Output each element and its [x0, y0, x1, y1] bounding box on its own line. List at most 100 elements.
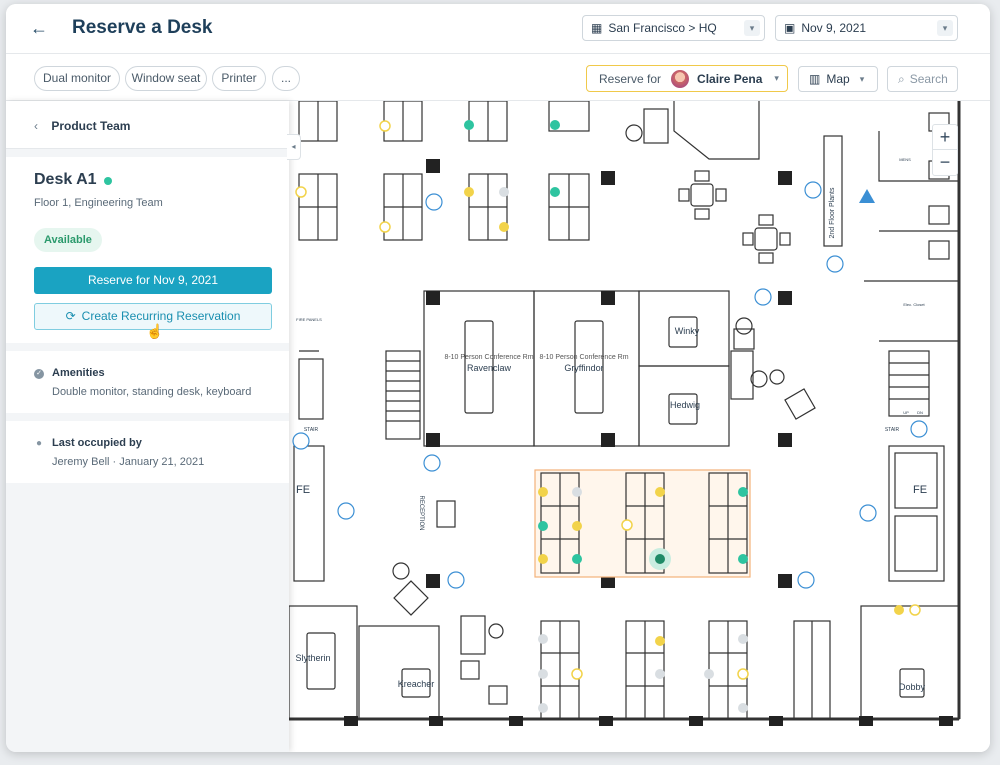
desk-marker[interactable] — [295, 186, 307, 198]
zoom-out-button[interactable]: − — [939, 152, 951, 172]
stair-label: STAIR — [885, 427, 900, 433]
desk-marker[interactable] — [538, 703, 548, 713]
desk-name: Desk A1 — [34, 171, 97, 188]
reserve-for-select[interactable]: Reserve for Claire Pena ▾ — [586, 65, 788, 92]
kitchen-icon — [423, 454, 441, 472]
location-select[interactable]: ▦ San Francisco > HQ ▾ — [582, 15, 765, 41]
filter-chip-printer[interactable]: Printer — [212, 66, 266, 91]
desk-marker[interactable] — [738, 634, 748, 644]
restroom-label: MENS — [899, 157, 911, 162]
room-label: FE — [296, 484, 310, 496]
desk-marker[interactable] — [538, 487, 548, 497]
team-breadcrumb[interactable]: ‹ Product Team — [6, 101, 289, 149]
chevron-left-icon: ‹ — [34, 119, 38, 133]
collapse-sidebar-button[interactable]: ◂ — [287, 134, 301, 160]
filter-chip-dual-monitor[interactable]: Dual monitor — [34, 66, 120, 91]
desk-marker[interactable] — [550, 187, 560, 197]
room-label: Gryffindor — [564, 363, 603, 373]
amenities-section: ✓ Amenities Double monitor, standing des… — [6, 351, 289, 413]
filter-bar: Dual monitor Window seat Printer ... Res… — [6, 55, 990, 101]
desk-marker-selected[interactable] — [655, 554, 665, 564]
desk-marker[interactable] — [379, 120, 391, 132]
desk-marker[interactable] — [499, 222, 509, 232]
desk-card: Desk A1 Floor 1, Engineering Team Availa… — [6, 157, 289, 343]
desk-marker[interactable] — [538, 521, 548, 531]
room-label: FE — [913, 484, 927, 496]
search-input[interactable]: ⌕ Search — [887, 66, 958, 92]
desk-marker[interactable] — [738, 487, 748, 497]
status-badge: Available — [34, 228, 102, 252]
stats-icon — [292, 432, 310, 450]
desk-marker[interactable] — [464, 120, 474, 130]
stats-icon — [910, 420, 928, 438]
last-occupied-title: Last occupied by — [52, 437, 142, 449]
desk-marker[interactable] — [738, 703, 748, 713]
desk-marker[interactable] — [704, 669, 714, 679]
reserve-button[interactable]: Reserve for Nov 9, 2021 — [34, 267, 272, 294]
kitchen-icon — [826, 255, 844, 273]
create-recurring-label: Create Recurring Reservation — [81, 309, 241, 323]
filter-chip-more[interactable]: ... — [272, 66, 300, 91]
plants-label: 2nd Floor Plants — [829, 187, 836, 238]
page-title: Reserve a Desk — [72, 17, 213, 38]
map-icon: ▥ — [809, 72, 821, 86]
desk-marker[interactable] — [379, 221, 391, 233]
recurring-icon: ⟳ — [65, 309, 76, 323]
restroom-icon — [447, 571, 465, 589]
desk-marker[interactable] — [499, 187, 509, 197]
hand-cursor-icon: ☝ — [146, 323, 164, 339]
room-label: Kreacher — [398, 679, 435, 689]
zoom-in-button[interactable]: + — [933, 125, 957, 150]
desk-marker[interactable] — [464, 187, 474, 197]
building-icon: ▦ — [591, 21, 603, 35]
desk-marker[interactable] — [550, 120, 560, 130]
app-window: ← Reserve a Desk ▦ San Francisco > HQ ▾ … — [6, 4, 990, 752]
top-bar: ← Reserve a Desk ▦ San Francisco > HQ ▾ … — [6, 4, 990, 54]
desk-marker[interactable] — [571, 668, 583, 680]
room-label: Hedwig — [670, 400, 700, 410]
desk-markers[interactable] — [295, 120, 921, 713]
door-icon — [337, 502, 355, 520]
reception-label: RECEPTION — [418, 495, 424, 530]
desk-detail-sidebar: ‹ Product Team Desk A1 Floor 1, Engineer… — [6, 101, 289, 752]
filter-chip-window-seat[interactable]: Window seat — [125, 66, 207, 91]
desk-marker[interactable] — [572, 487, 582, 497]
reserve-for-label: Reserve for — [599, 71, 662, 86]
desk-marker[interactable] — [572, 554, 582, 564]
floor-plan-map[interactable]: Ravenclaw Gryffindor Winky Hedwig Slythe… — [289, 101, 990, 752]
chevron-down-icon: ▾ — [744, 20, 760, 36]
desk-marker[interactable] — [621, 519, 633, 531]
desk-marker[interactable] — [655, 669, 665, 679]
location-value: San Francisco > HQ — [608, 21, 717, 35]
floor-plan: Ravenclaw Gryffindor Winky Hedwig Slythe… — [289, 101, 961, 726]
desk-marker[interactable] — [909, 604, 921, 616]
room-label: Dobby — [899, 682, 926, 692]
date-select[interactable]: ▣ Nov 9, 2021 ▾ — [775, 15, 958, 41]
view-select[interactable]: ▥ Map ▾ — [798, 66, 878, 92]
reserve-for-name: Claire Pena — [697, 71, 763, 86]
last-occupied-section: ● Last occupied by Jeremy Bell · January… — [6, 421, 289, 483]
desk-marker[interactable] — [655, 487, 665, 497]
desk-marker[interactable] — [738, 554, 748, 564]
desk-marker[interactable] — [538, 634, 548, 644]
avatar — [671, 69, 690, 88]
amenities-title: Amenities — [52, 367, 105, 379]
desk-marker[interactable] — [737, 668, 749, 680]
room-subtext: 8-10 Person Conference Rm — [539, 354, 628, 361]
chevron-down-icon: ▾ — [859, 73, 865, 84]
desk-marker[interactable] — [655, 636, 665, 646]
up-label: UP — [903, 410, 909, 415]
room-subtext: 8-10 Person Conference Rm — [444, 354, 533, 361]
desk-marker[interactable] — [538, 669, 548, 679]
back-arrow-icon[interactable]: ← — [30, 18, 48, 38]
view-value: Map — [826, 72, 850, 86]
status-indicator — [104, 177, 112, 185]
selected-zone[interactable] — [534, 469, 751, 578]
desk-marker[interactable] — [572, 521, 582, 531]
create-recurring-button[interactable]: ⟳ Create Recurring Reservation — [34, 303, 272, 330]
room-label: Winky — [675, 326, 700, 336]
fire-panel-label: FIRE PANELS — [296, 317, 322, 322]
restroom-icon — [754, 288, 772, 306]
desk-marker[interactable] — [894, 605, 904, 615]
desk-marker[interactable] — [538, 554, 548, 564]
